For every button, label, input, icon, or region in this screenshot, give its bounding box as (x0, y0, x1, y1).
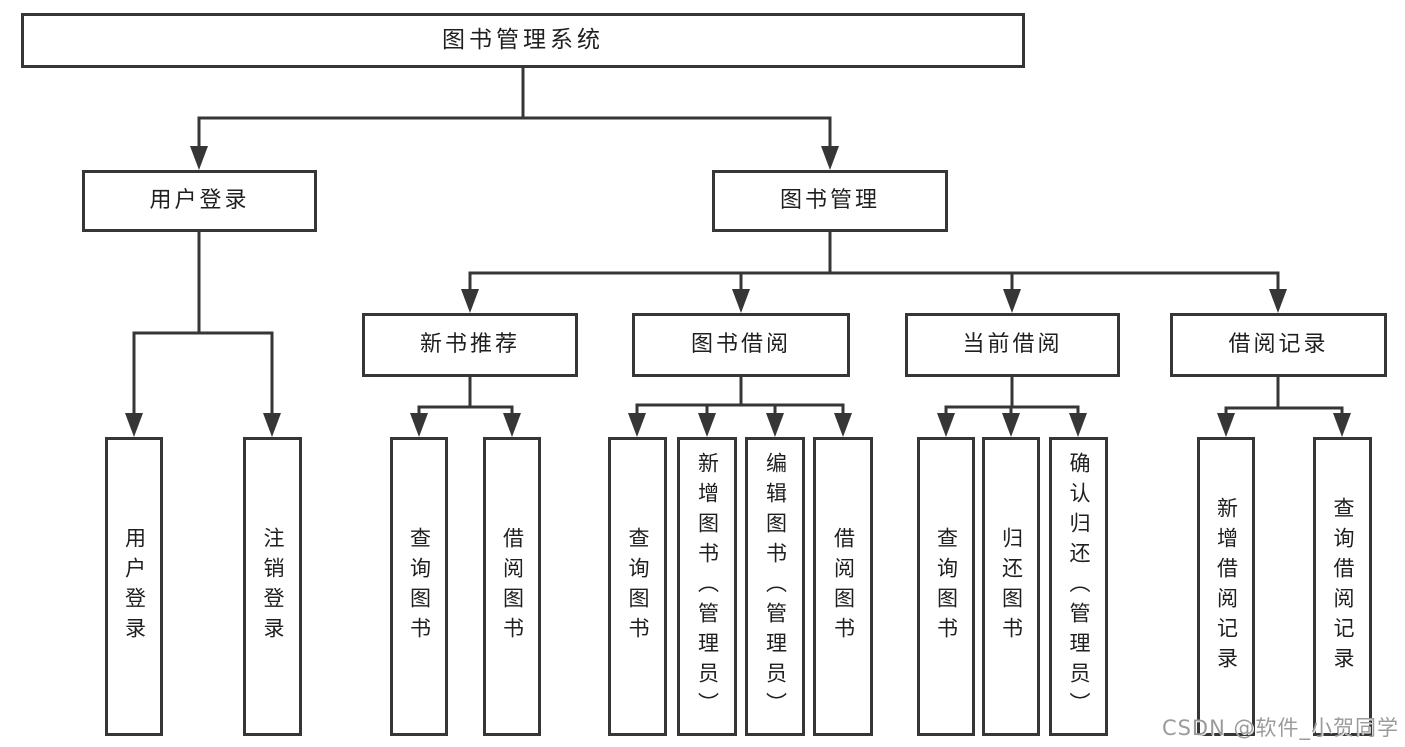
leaf-current-query-book: 查询图书 (917, 437, 975, 736)
leaf-current-confirm-return-admin: 确认归还（管理员） (1049, 437, 1108, 736)
leaf-newrec-query-book: 查询图书 (390, 437, 448, 736)
connector-user-login-to-leaves (125, 230, 281, 437)
connector-root-to-level2 (190, 66, 839, 170)
leaf-newrec-borrow-book: 借阅图书 (483, 437, 541, 736)
connector-borrow-records-to-leaves (1217, 375, 1351, 437)
node-borrow-records: 借阅记录 (1170, 313, 1387, 377)
leaf-borrow-borrow-book: 借阅图书 (813, 437, 873, 736)
leaf-user-login: 用户登录 (105, 437, 163, 736)
connector-book-management-to-level3 (461, 230, 1287, 313)
node-library-system: 图书管理系统 (21, 13, 1025, 68)
leaf-borrow-add-book-admin: 新增图书（管理员） (677, 437, 737, 736)
connector-current-borrow-to-leaves (937, 375, 1087, 437)
connector-book-borrow-to-leaves (628, 375, 852, 437)
watermark: CSDN @软件_小贺同学 (1161, 716, 1399, 740)
leaf-borrow-edit-book-admin: 编辑图书（管理员） (745, 437, 805, 736)
node-current-borrow: 当前借阅 (905, 313, 1120, 377)
node-new-book-recommend: 新书推荐 (362, 313, 578, 377)
leaf-record-query-borrow-record: 查询借阅记录 (1313, 437, 1372, 736)
leaf-logout: 注销登录 (243, 437, 302, 736)
node-book-borrow: 图书借阅 (632, 313, 850, 377)
node-user-login: 用户登录 (82, 170, 317, 232)
leaf-borrow-query-book: 查询图书 (608, 437, 667, 736)
connector-new-book-recommend-to-leaves (410, 375, 521, 437)
leaf-current-return-book: 归还图书 (982, 437, 1040, 736)
leaf-record-add-borrow-record: 新增借阅记录 (1197, 437, 1255, 736)
node-book-management: 图书管理 (712, 170, 948, 232)
